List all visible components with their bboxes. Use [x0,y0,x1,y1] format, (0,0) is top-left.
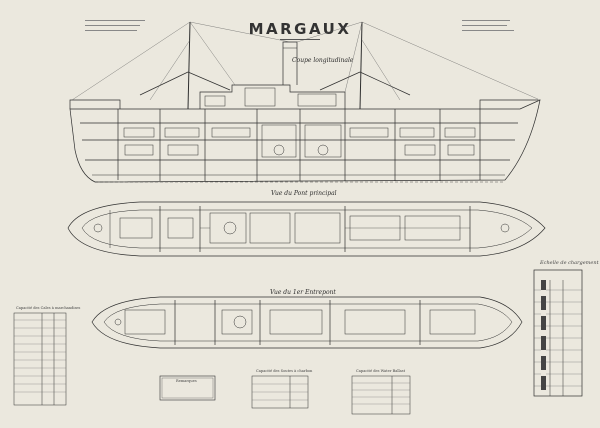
title-underline [280,39,320,40]
drawing-title: MARGAUX [248,20,352,38]
fuel-table-title: Capacité des Soutes à charbon [256,369,313,373]
loading-scale-panel [533,269,583,397]
loading-scale-title: Echelle de chargement [540,260,599,266]
main-deck-plan [67,201,546,257]
first-deck-plan [91,296,523,349]
holds-table-title: Capacité des Cales à marchandises [16,306,81,310]
notes-title: Remarques [176,379,197,383]
first-deck-view-label: Vue du 1er Entrepont [270,289,336,296]
ballast-table-title: Capacité des Water Ballast [356,369,406,373]
longitudinal-section [69,21,541,183]
longitudinal-section-label: Coupe longitudinale [292,57,354,64]
ballast-capacity-table [351,375,411,415]
main-deck-view-label: Vue du Pont principal [271,190,337,197]
holds-capacity-table [13,312,67,406]
notes-box [159,375,216,401]
fuel-capacity-table [251,375,309,409]
